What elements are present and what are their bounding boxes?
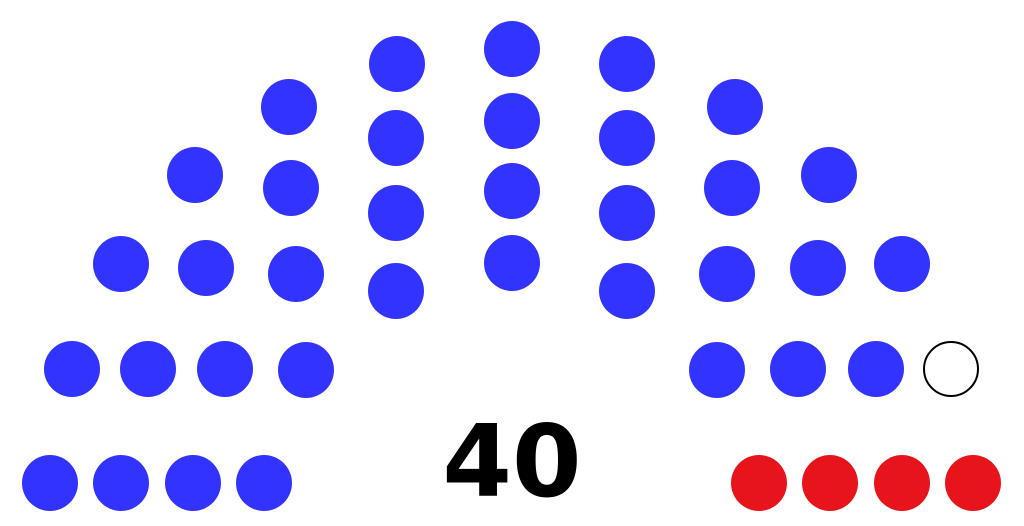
seat-party-1-19 [484, 21, 540, 77]
seat-party-1-4 [93, 455, 149, 511]
seat-party-1-21 [484, 163, 540, 219]
seat-party-1-28 [704, 160, 760, 216]
seat-party-1-14 [278, 342, 334, 398]
seat-party-1-33 [770, 341, 826, 397]
seat-party-1-9 [197, 341, 253, 397]
seat-party-1-29 [699, 246, 755, 302]
seat-party-1-31 [801, 147, 857, 203]
seat-group [22, 21, 1001, 511]
seat-party-1-8 [165, 455, 221, 511]
total-seats-label: 40 [442, 403, 581, 520]
seat-party-1-2 [44, 341, 100, 397]
seat-party-1-25 [599, 185, 655, 241]
seat-party-1-3 [93, 236, 149, 292]
seat-party-1-32 [790, 240, 846, 296]
seat-party-1-11 [263, 160, 319, 216]
seat-party-1-18 [368, 263, 424, 319]
seat-party-1-6 [167, 147, 223, 203]
seat-party-1-5 [120, 341, 176, 397]
seat-party-1-13 [236, 455, 292, 511]
seat-party-1-17 [368, 185, 424, 241]
seat-party-3-37 [731, 455, 787, 511]
seat-party-1-27 [707, 79, 763, 135]
seat-party-1-15 [369, 36, 425, 92]
seat-party-1-26 [599, 263, 655, 319]
seat-party-1-1 [22, 455, 78, 511]
seat-party-1-24 [599, 110, 655, 166]
seat-party-1-20 [484, 93, 540, 149]
seat-party-2-36 [923, 341, 979, 397]
seat-party-3-38 [802, 455, 858, 511]
seat-party-1-22 [484, 235, 540, 291]
seat-party-1-35 [848, 341, 904, 397]
seat-party-1-10 [261, 79, 317, 135]
seat-party-3-39 [874, 455, 930, 511]
seat-party-1-12 [268, 246, 324, 302]
seat-party-1-23 [599, 36, 655, 92]
seat-party-1-7 [178, 240, 234, 296]
seat-party-1-30 [689, 342, 745, 398]
seat-party-1-34 [874, 236, 930, 292]
seat-party-3-40 [945, 455, 1001, 511]
seat-party-1-16 [368, 110, 424, 166]
